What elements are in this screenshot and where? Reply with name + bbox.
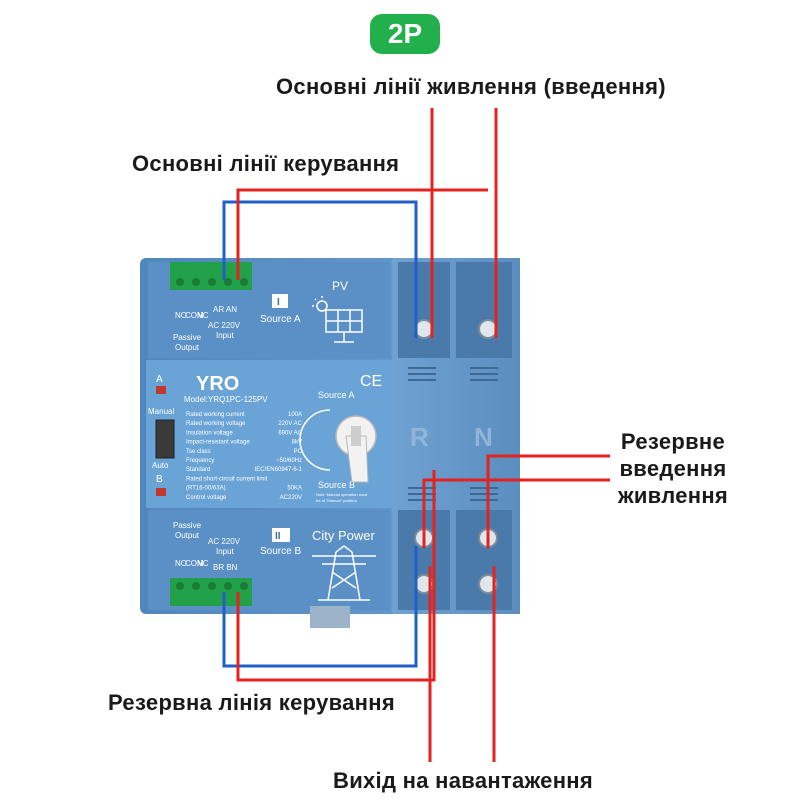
pole-n-top-slot — [456, 262, 512, 358]
backup-power-label: Резервне введення живлення — [610, 428, 736, 509]
spec-value: 100A — [288, 412, 302, 418]
spec-key: Rated working current — [186, 412, 245, 418]
svg-text:NC: NC — [197, 311, 209, 320]
top-terminal-labels: AR AN AC 220V Input NO COM NC Passive Ou… — [173, 305, 241, 352]
spec-key: Rated working voltage — [186, 421, 246, 427]
backup-power-line-2: введення — [619, 456, 727, 481]
control-wires-blue — [222, 200, 418, 668]
spec-value: 690V AC — [278, 430, 302, 436]
svg-text:Output: Output — [175, 531, 200, 540]
solar-panel-icon — [312, 296, 363, 343]
main-control-label: Основні лінії керування — [132, 151, 400, 176]
spec-key: Control voltage — [186, 495, 227, 501]
spec-value: AC220V — [280, 495, 302, 501]
manual-label: Manual — [148, 407, 174, 416]
spec-value: PC — [294, 449, 303, 455]
source-a-roman: I — [277, 297, 280, 308]
source-a-roman-box — [272, 294, 288, 308]
din-clip — [310, 606, 350, 628]
indicator-b-led — [156, 488, 166, 496]
spec-value: 220V AC — [278, 421, 302, 427]
svg-text:Output: Output — [175, 343, 200, 352]
spec-key: Insulation voltage — [186, 430, 233, 436]
source-a-label: Source A — [260, 314, 301, 325]
auto-label: Auto — [152, 461, 169, 470]
spec-table: Rated working current 100A Rated working v… — [186, 412, 303, 501]
knob-slot — [351, 426, 361, 446]
top-terminal-holes — [176, 278, 248, 286]
bottom-terminal-labels: Passive Output AC 220V Input BR BN NO CO… — [173, 521, 241, 572]
spec-key: (RT16-00/63A) — [186, 486, 226, 492]
pv-label: PV — [332, 279, 348, 293]
spec-key: Impact-resistant voltage — [186, 440, 250, 446]
brand-logo: YRO — [196, 373, 239, 395]
svg-text:Passive: Passive — [173, 333, 202, 342]
svg-text:COM: COM — [185, 559, 204, 568]
phase-n-mark: N — [474, 422, 493, 452]
backup-control-label: Резервна лінія керування — [108, 690, 395, 715]
model-label: Model:YRQ1PC-125PV — [184, 395, 268, 404]
indicator-a-led — [156, 386, 166, 394]
spec-key: Frequency — [186, 458, 214, 464]
knob-source-a-label: Source A — [318, 390, 355, 400]
source-b-roman: II — [275, 531, 281, 542]
svg-text:COM: COM — [185, 311, 204, 320]
pole-r-top-slot — [398, 262, 450, 358]
pole-n-bottom-slot — [456, 510, 512, 610]
phase-r-mark: R — [410, 422, 429, 452]
indicator-a-label: A — [156, 374, 163, 385]
svg-text:NO: NO — [175, 559, 187, 568]
vent-lines — [408, 367, 498, 501]
spec-key: Rated short-circuit current limit — [186, 476, 268, 482]
spec-value: 50KA — [287, 486, 302, 492]
knob-arrow — [299, 409, 331, 471]
source-b-label: Source B — [260, 546, 301, 557]
pole-count-badge: 2P — [370, 14, 440, 54]
spec-value: 8kV — [292, 440, 302, 446]
load-output-label: Вихід на навантаження — [333, 768, 594, 793]
backup-power-line-1: Резервне — [620, 429, 726, 454]
svg-text:AC 220V: AC 220V — [208, 321, 241, 330]
spec-key: Standard — [186, 467, 210, 473]
backup-power-line-3: живлення — [617, 483, 729, 508]
source-b-roman-box — [272, 528, 290, 542]
svg-text:AC 220V: AC 220V — [208, 537, 241, 546]
svg-text:Passive: Passive — [173, 521, 202, 530]
ce-mark: CE — [360, 373, 382, 390]
spec-value: ~50/60Hz — [276, 458, 302, 464]
knob-source-b-label: Source B — [318, 480, 355, 490]
manual-auto-switch[interactable] — [155, 419, 175, 459]
svg-text:NO: NO — [175, 311, 187, 320]
knob-note-line-1: Note: Manual operation must — [316, 492, 368, 497]
svg-text:BR BN: BR BN — [213, 563, 238, 572]
svg-text:AR AN: AR AN — [213, 305, 237, 314]
power-wires-red — [236, 108, 610, 762]
indicator-b-label: B — [156, 474, 163, 485]
knob-note-line-2: be at "Manual" position — [316, 498, 357, 503]
city-power-label: City Power — [312, 528, 376, 543]
bottom-terminal-holes — [176, 582, 248, 590]
main-power-label: Основні лінії живлення (введення) — [276, 74, 666, 99]
spec-key: Tse class — [186, 449, 211, 455]
spec-value: IEC/EN60947-6-1 — [255, 467, 303, 473]
svg-text:Input: Input — [216, 331, 235, 340]
power-pylon-icon — [312, 545, 376, 601]
svg-text:Input: Input — [216, 547, 235, 556]
svg-text:NC: NC — [197, 559, 209, 568]
